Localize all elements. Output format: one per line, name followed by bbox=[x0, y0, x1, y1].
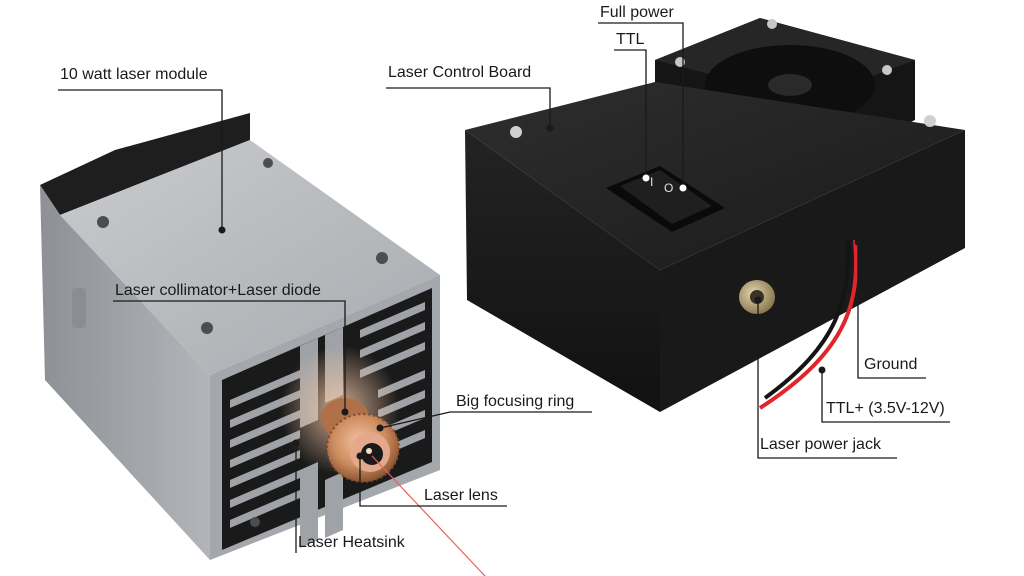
leader-full-power bbox=[598, 22, 684, 188]
label-heatsink: Laser Heatsink bbox=[298, 534, 405, 551]
leader-ground bbox=[857, 242, 926, 379]
label-ttl-plus: TTL+ (3.5V-12V) bbox=[826, 400, 945, 417]
leader-focusing-ring bbox=[379, 411, 592, 429]
box-top bbox=[465, 82, 965, 270]
label-lens: Laser lens bbox=[424, 487, 498, 504]
top-hole bbox=[263, 158, 273, 168]
rocker-switch[interactable] bbox=[620, 170, 712, 224]
module-back-fan bbox=[40, 113, 250, 215]
leader-power-jack bbox=[757, 300, 897, 459]
switch-mark-on: I bbox=[650, 175, 653, 189]
leader-laser-module bbox=[58, 89, 223, 230]
label-control-board: Laser Control Board bbox=[388, 64, 532, 81]
leader-dots bbox=[218, 124, 862, 460]
laser-lens bbox=[361, 443, 383, 465]
top-hole bbox=[201, 322, 213, 334]
fan-screw bbox=[767, 19, 777, 29]
focusing-ring-knurl bbox=[326, 413, 400, 483]
label-laser-module: 10 watt laser module bbox=[60, 66, 208, 83]
leader-control-board bbox=[386, 87, 551, 128]
lens-highlight bbox=[366, 448, 372, 454]
switch-mark-off: O bbox=[664, 181, 673, 195]
leader-ttl-plus bbox=[821, 370, 950, 423]
top-hole bbox=[376, 252, 388, 264]
box-screw bbox=[510, 126, 522, 138]
label-ttl: TTL bbox=[616, 31, 645, 48]
module-side-face bbox=[40, 185, 210, 560]
label-focusing-ring: Big focusing ring bbox=[456, 393, 575, 410]
fan-screw bbox=[882, 65, 892, 75]
top-hole bbox=[97, 216, 109, 228]
wire-red bbox=[758, 239, 859, 410]
box-screw bbox=[924, 115, 936, 127]
leader-lens bbox=[359, 456, 507, 507]
label-power-jack: Laser power jack bbox=[760, 436, 881, 453]
laser-beam bbox=[371, 455, 486, 576]
leader-collimator bbox=[113, 300, 346, 412]
control-board-drawing: I O bbox=[465, 18, 965, 412]
box-side-face bbox=[660, 130, 965, 412]
leader-ttl bbox=[614, 49, 647, 178]
label-full-power: Full power bbox=[600, 4, 674, 21]
label-ground: Ground bbox=[864, 356, 918, 373]
leader-lines bbox=[58, 22, 950, 553]
wire-black bbox=[763, 239, 851, 400]
box-front-face bbox=[465, 130, 660, 412]
label-collimator: Laser collimator+Laser diode bbox=[115, 282, 321, 299]
fan-hub bbox=[768, 74, 812, 96]
side-screw bbox=[72, 288, 86, 328]
bottom-hole bbox=[250, 517, 260, 527]
